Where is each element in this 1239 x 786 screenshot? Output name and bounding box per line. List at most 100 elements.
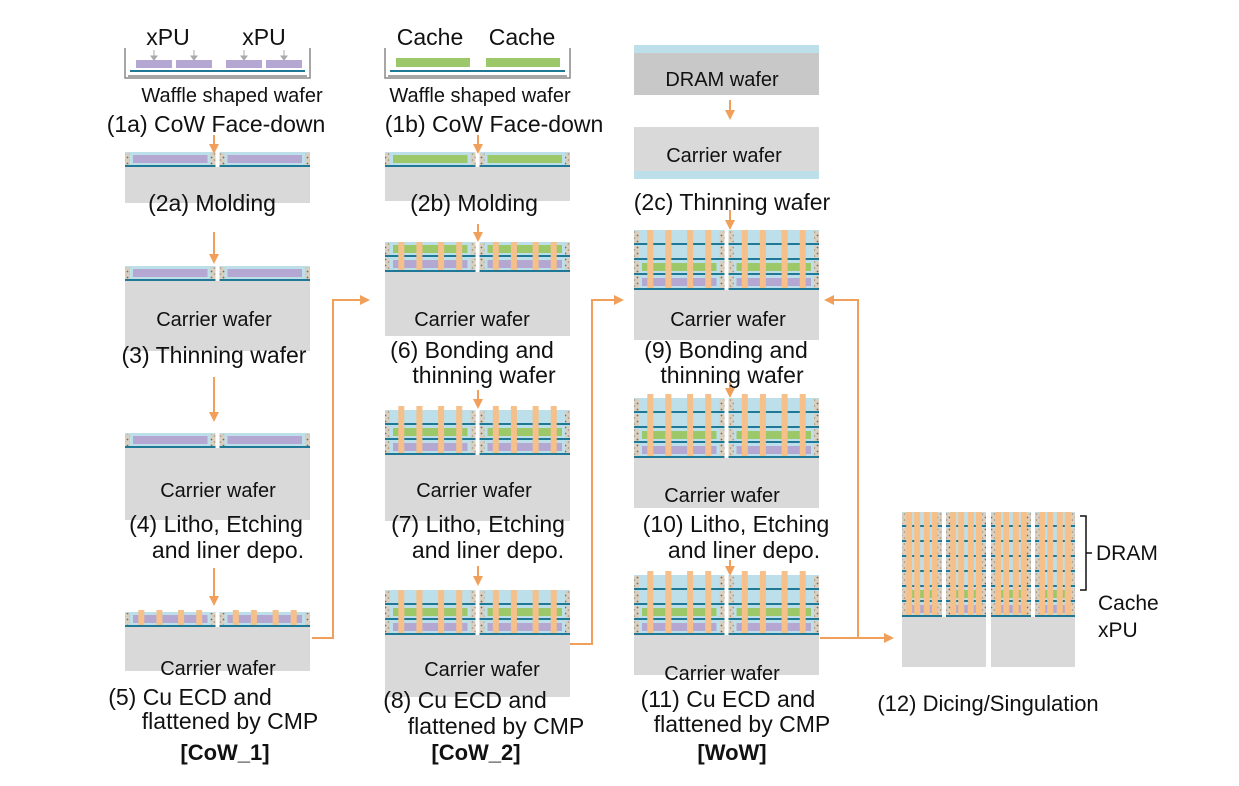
stack-2a-tier0-r-mold-r bbox=[305, 153, 310, 165]
stack-10-tier0-r-line bbox=[728, 411, 819, 413]
stack-12-left-tier1-r-mold-l bbox=[946, 528, 951, 540]
stack-12-right-tier2-r-die bbox=[1043, 545, 1067, 553]
stack-6-tier1-l-mold-l bbox=[385, 258, 390, 270]
stack-6-tier1-l-line bbox=[385, 270, 476, 272]
stack-11-via-r0 bbox=[741, 571, 748, 633]
dram-bracket bbox=[1080, 515, 1092, 591]
stack-11-tier1-l-line bbox=[634, 603, 725, 605]
stack-8-via-r1 bbox=[510, 590, 517, 633]
stack-12-right-tier4-l-mold-l bbox=[991, 573, 996, 585]
stack-9-tier3-r-line bbox=[728, 288, 819, 290]
stack-9-tier2-r-mold-l bbox=[728, 261, 734, 273]
stack-9-tier1-l-mold-l bbox=[634, 246, 639, 258]
stack-12-right-tier5-l-line bbox=[991, 600, 1031, 602]
stack-7-via-r1 bbox=[510, 406, 517, 453]
stack-7-tier1-r-line bbox=[479, 438, 570, 440]
stack-6-tier0-l-mold-l bbox=[385, 243, 390, 255]
stack-11-tier2-l-line bbox=[634, 618, 725, 620]
waffle-1a-die2 bbox=[226, 60, 262, 68]
stack-12-left-tier6-l-mold-r bbox=[937, 603, 942, 615]
stack-12-left-tier5-l-die bbox=[910, 590, 934, 598]
stack-4 bbox=[125, 433, 310, 520]
carrier-3-label: Carrier wafer bbox=[156, 309, 272, 331]
stack-12-right-tier2-l-mold-l bbox=[991, 543, 996, 555]
stack-4-tier0-l-mold-l bbox=[125, 434, 130, 446]
stack-7-via-l0 bbox=[398, 406, 405, 453]
stack-9-tier3-r-mold-r bbox=[814, 276, 819, 288]
stack-12-right-tier1-l-mold-r bbox=[1026, 528, 1031, 540]
dram-wafer-label: DRAM wafer bbox=[665, 69, 779, 91]
stack-9-tier1-l-mold-r bbox=[719, 246, 725, 258]
stack-12-right-tier5-l-mold-l bbox=[991, 588, 996, 600]
step-7-line2: and liner depo. bbox=[411, 537, 565, 563]
stack-12-right-tier2-r-mold-r bbox=[1070, 543, 1075, 555]
stack-12-right-tier1-r-mold-r bbox=[1070, 528, 1075, 540]
stack-6-via-l3 bbox=[456, 242, 463, 270]
stack-8-tier2-l-line bbox=[385, 633, 476, 635]
stack-12-left-tier6-l-die bbox=[910, 605, 934, 613]
stack-9-tier0-r-mold-r bbox=[814, 231, 819, 243]
stack-11-via-r2 bbox=[781, 571, 788, 633]
stack-11-via-r1 bbox=[759, 571, 766, 633]
stack-10-tier3-l-mold-l bbox=[634, 444, 639, 456]
stack-8-tier0-l-die bbox=[393, 593, 468, 601]
stack-11-tier2-r-mold-l bbox=[728, 606, 734, 618]
stack-12-left-tier3-l-die bbox=[910, 560, 934, 568]
stack-12-right-tier0-l-die bbox=[999, 515, 1023, 523]
stack-8-tier1-r-mold-r bbox=[565, 606, 570, 618]
stack-7-tier2-r-line bbox=[479, 453, 570, 455]
stack-6-tier1-l-die bbox=[393, 260, 468, 268]
xpu-side-label: xPU bbox=[1098, 619, 1138, 642]
carrier-9-label: Carrier wafer bbox=[670, 309, 786, 331]
stack-8-tier0-r-die bbox=[487, 593, 562, 601]
stack-2b-tier0-r-mold-l bbox=[479, 153, 485, 165]
stack-12-right-tier4-r-die bbox=[1043, 575, 1067, 583]
stack-10-tier3-l-line bbox=[634, 456, 725, 458]
stack-7-via-r0 bbox=[492, 406, 499, 453]
xpu-label-2: xPU bbox=[242, 24, 286, 50]
stack-12-right-tier0-l-mold-l bbox=[991, 513, 996, 525]
stack-9-tier0-r-line bbox=[728, 243, 819, 245]
stack-2a bbox=[125, 152, 310, 203]
stack-8-tier1-r-mold-l bbox=[479, 606, 485, 618]
stack-9-tier0-r-die bbox=[736, 233, 811, 241]
stack-8-tier1-r-die bbox=[487, 608, 562, 616]
waffle-1a-arrow2 bbox=[240, 50, 248, 61]
stack-12-right-via-l0 bbox=[995, 512, 1002, 615]
stack-11-tier1-l-mold-l bbox=[634, 591, 639, 603]
stack-11-tier3-r-mold-r bbox=[814, 621, 819, 633]
stack-11-tier0-l-mold-l bbox=[634, 576, 639, 588]
stack-7-substrate bbox=[385, 455, 570, 521]
stack-7-tier1-l-mold-l bbox=[385, 426, 390, 438]
stack-9-tier0-l-mold-r bbox=[719, 231, 725, 243]
stack-7-via-l3 bbox=[456, 406, 463, 453]
stack-10-tier0-l-mold-l bbox=[634, 399, 639, 411]
stack-3-tier0-l-die bbox=[133, 269, 208, 277]
stack-12-left-via-l3 bbox=[931, 512, 938, 615]
stack-12-left-tier6-r-mold-l bbox=[946, 603, 951, 615]
stack-12-right-substrate bbox=[991, 617, 1075, 667]
stack-12-right-tier0-r-die bbox=[1043, 515, 1067, 523]
stack-12-left-tier6-r-mold-r bbox=[981, 603, 986, 615]
stack-12-left-tier0-l-mold-l bbox=[902, 513, 907, 525]
stack-4-tier0-r-die bbox=[227, 436, 302, 444]
step-12: (12) Dicing/Singulation bbox=[877, 691, 1099, 716]
stack-9-tier3-l-line bbox=[634, 288, 725, 290]
stack-12-right-tier5-r-die bbox=[1043, 590, 1067, 598]
carrier-8-label: Carrier wafer bbox=[424, 659, 540, 681]
stack-10-tier0-l-mold-r bbox=[719, 399, 725, 411]
stack-11-via-l3 bbox=[705, 571, 712, 633]
stack-12-right-via-r1 bbox=[1047, 512, 1054, 615]
stack-12-left-tier1-r-die bbox=[954, 530, 978, 538]
stack-9-tier1-r-die bbox=[736, 248, 811, 256]
stack-12-left-substrate bbox=[902, 617, 986, 667]
cache-label-1: Cache bbox=[396, 24, 464, 50]
step-6-line1: (6) Bonding and bbox=[390, 337, 554, 363]
stack-5-via-l1 bbox=[156, 610, 163, 625]
step-2c: (2c) Thinning wafer bbox=[633, 189, 831, 215]
stack-12-right-tier0-l-line bbox=[991, 525, 1031, 527]
stack-10-tier2-r-mold-r bbox=[814, 429, 819, 441]
stack-12-left-tier4-l-mold-r bbox=[937, 573, 942, 585]
stack-5-tier0-l-mold-l bbox=[125, 613, 130, 625]
